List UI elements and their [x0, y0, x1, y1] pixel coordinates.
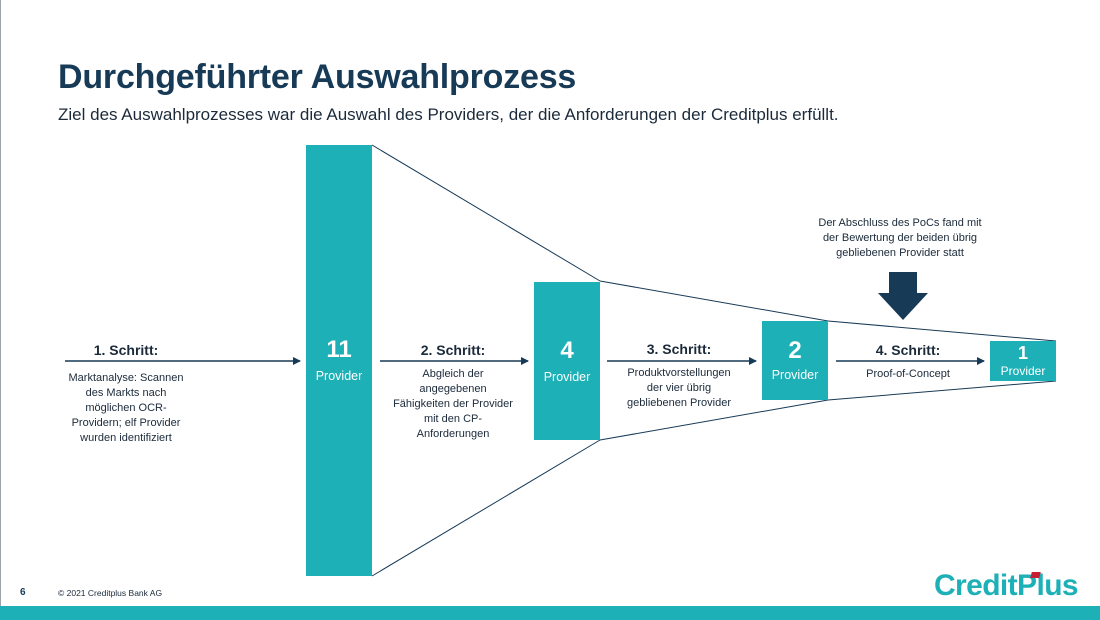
provider-count: 1	[1017, 343, 1028, 363]
creditplus-logo: CreditPlus	[933, 569, 1079, 603]
provider-label: Provider	[1000, 364, 1046, 378]
step-3-title: 3. Schritt:	[646, 341, 712, 357]
provider-label: Provider	[771, 368, 819, 382]
provider-box-2: 2 Provider	[762, 321, 828, 400]
poc-note: Der Abschluss des PoCs fand mit der Bewe…	[818, 217, 982, 259]
provider-count: 4	[560, 336, 574, 364]
funnel-line-bottom-1	[371, 439, 601, 577]
provider-label: Provider	[543, 369, 591, 384]
step-2-title: 2. Schritt:	[420, 342, 486, 358]
funnel-line-top-1	[371, 144, 601, 282]
funnel-line-top-3	[827, 320, 1057, 342]
funnel-line-bottom-2	[599, 399, 829, 441]
slide-left-border	[0, 0, 1, 620]
step-1-description: Marktanalyse: Scannen des Markts nach mö…	[68, 372, 184, 444]
step-4-description: Proof-of-Concept	[866, 368, 950, 380]
down-arrow-icon	[878, 272, 928, 320]
page-number: 6	[20, 587, 26, 598]
slide-subtitle: Ziel des Auswahlprozesses war die Auswah…	[58, 105, 839, 124]
slide-title: Durchgeführter Auswahlprozess	[58, 58, 577, 96]
provider-box-11: 11 Provider	[306, 145, 372, 576]
provider-box-1: 1 Provider	[990, 341, 1056, 381]
step-1-title: 1. Schritt:	[93, 342, 159, 358]
funnel-outline	[371, 144, 1057, 577]
funnel-line-bottom-3	[827, 380, 1057, 401]
provider-count: 11	[326, 336, 352, 363]
step-2-description: Abgleich der angegebenen Fähigkeiten der…	[393, 368, 513, 440]
copyright: © 2021 Creditplus Bank AG	[58, 588, 163, 598]
provider-count: 2	[788, 337, 802, 364]
provider-label: Provider	[315, 369, 363, 383]
provider-box-4: 4 Provider	[534, 282, 600, 440]
logo-accent-mark	[1030, 572, 1041, 578]
footer-accent-bar	[0, 606, 1100, 620]
step-3-description: Produktvorstellungen der vier übrig gebl…	[627, 367, 731, 409]
funnel-line-top-2	[599, 280, 829, 322]
step-4-title: 4. Schritt:	[875, 342, 941, 358]
logo-wordmark: CreditPlus	[933, 569, 1079, 602]
